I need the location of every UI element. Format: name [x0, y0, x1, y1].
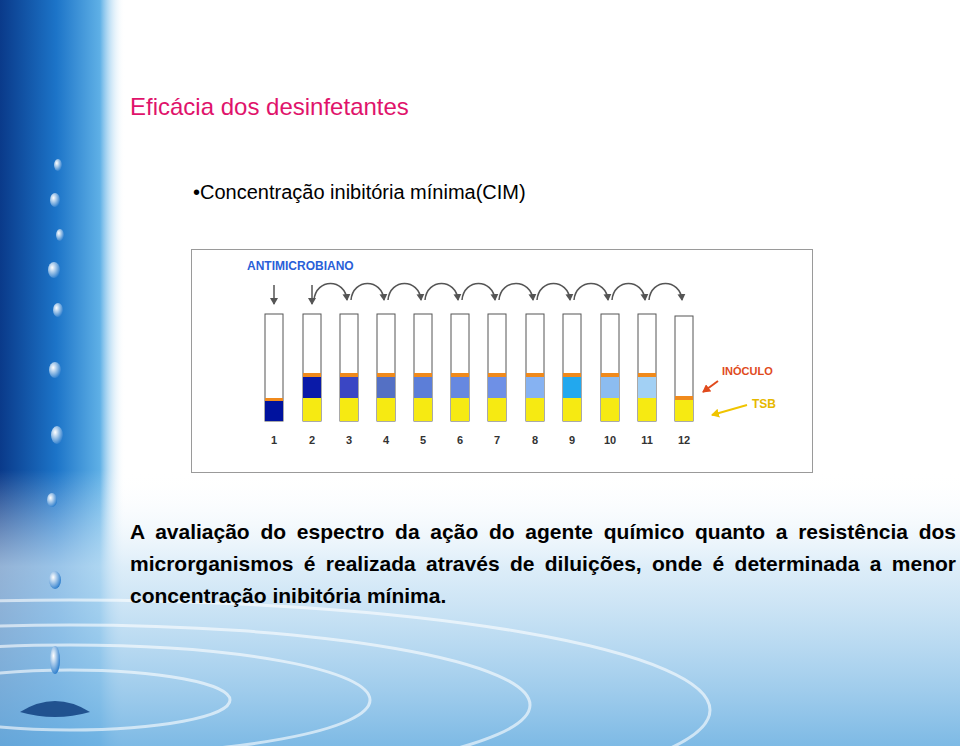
- tsb-label: TSB: [752, 397, 776, 411]
- body-paragraph: A avaliação do espectro da ação do agent…: [130, 516, 956, 612]
- tube-number: 2: [309, 434, 315, 446]
- tube-number: 10: [604, 434, 616, 446]
- tube-number: 1: [271, 434, 277, 446]
- tube-number: 11: [641, 434, 653, 446]
- tube-number: 3: [346, 434, 352, 446]
- bullet-text: •Concentração inibitória mínima(CIM): [193, 181, 526, 204]
- antimicrobial-label: ANTIMICROBIANO: [247, 259, 354, 273]
- tube-number: 5: [420, 434, 426, 446]
- tube-number: 9: [569, 434, 575, 446]
- tube-number: 4: [383, 434, 389, 446]
- tube-number: 7: [494, 434, 500, 446]
- slide-title: Eficácia dos desinfetantes: [130, 93, 409, 121]
- tube-number: 6: [457, 434, 463, 446]
- inoculum-label: INÓCULO: [722, 365, 773, 377]
- tube-number: 12: [678, 434, 690, 446]
- tube-number: 8: [532, 434, 538, 446]
